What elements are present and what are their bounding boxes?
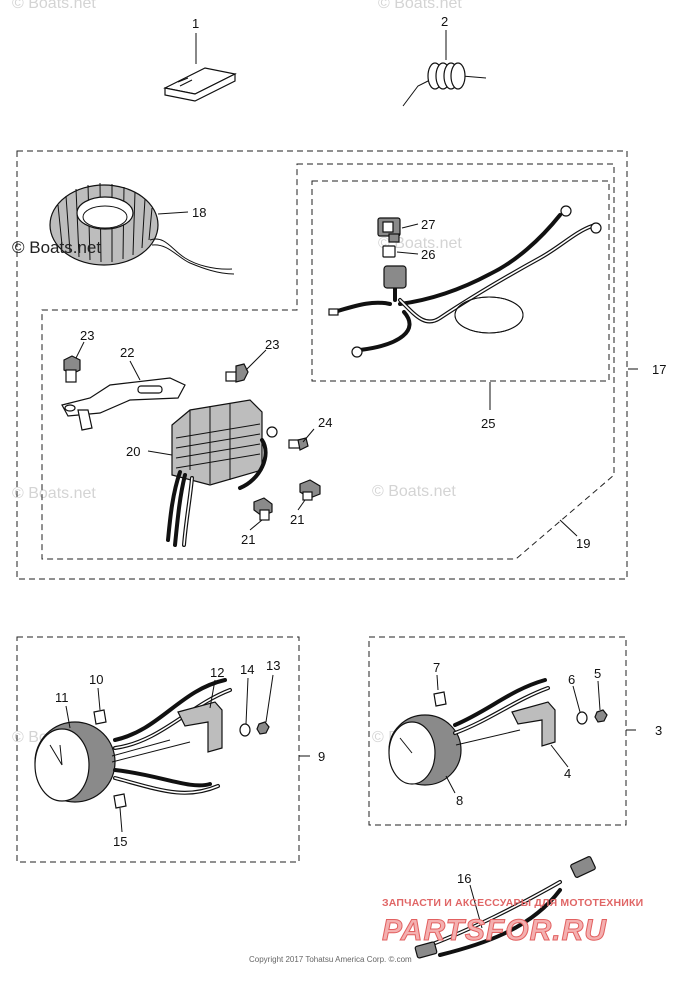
callout-3: 3 [655, 723, 662, 738]
callout-4: 4 [564, 766, 571, 781]
callout-22: 22 [120, 345, 134, 360]
tachometer-kit-9-frame [16, 636, 300, 863]
part-11-tachometer [34, 721, 116, 803]
part-24-screw [288, 437, 309, 451]
part-8-gauge [388, 714, 462, 786]
part-10-bulb [93, 709, 107, 725]
part-22-bracket [61, 377, 186, 431]
callout-1: 1 [192, 16, 199, 31]
callout-labels: 1 2 3 4 5 6 7 8 9 10 11 12 13 14 15 16 1… [55, 14, 666, 886]
callout-9: 9 [318, 749, 325, 764]
part-14-washer [239, 723, 251, 737]
part-13-nut [256, 721, 270, 735]
callout-26: 26 [421, 247, 435, 262]
kit-17-outer-frame [16, 150, 628, 580]
part-1-pad [163, 67, 237, 102]
part-4-meter-bracket [511, 701, 556, 747]
watermark-boats: © Boats.net [378, 0, 462, 12]
tachometer-wiring [111, 678, 232, 795]
callout-10: 10 [89, 672, 103, 687]
callout-27: 27 [421, 217, 435, 232]
part-15-bulb [113, 793, 127, 809]
part-21-screw [299, 479, 321, 501]
callout-23: 23 [80, 328, 94, 343]
part-25-wire-harness [328, 205, 602, 358]
part-23-bolt [63, 355, 81, 383]
callout-21: 21 [290, 512, 304, 527]
gauge-wiring [453, 678, 550, 746]
callout-15: 15 [113, 834, 127, 849]
part-6-washer [576, 711, 588, 725]
callout-2: 2 [441, 14, 448, 29]
partsfor-logo: PARTSFOR.RU [382, 914, 607, 947]
watermark-boats: © Boats.net [12, 485, 96, 502]
callout-18: 18 [192, 205, 206, 220]
callout-8: 8 [456, 793, 463, 808]
callout-19: 19 [576, 536, 590, 551]
part-12-meter-bracket [177, 701, 223, 753]
part-21-screw [253, 497, 273, 521]
callout-17: 17 [652, 362, 666, 377]
part-20-rectifier-regulator [166, 399, 278, 547]
copyright-notice: Copyright 2017 Tohatsu America Corp. ©.c… [249, 955, 412, 964]
part-7-bulb [433, 691, 447, 707]
watermark-boats-dark: © Boats.net [12, 238, 101, 257]
callout-6: 6 [568, 672, 575, 687]
callout-23: 23 [265, 337, 279, 352]
callout-14: 14 [240, 662, 254, 677]
kit-19-frame [41, 163, 615, 560]
callout-24: 24 [318, 415, 332, 430]
harness-25-frame [311, 180, 610, 382]
watermark-boats: © Boats.net [372, 483, 456, 500]
part-2-spring [402, 62, 487, 107]
callout-16: 16 [457, 871, 471, 886]
callout-12: 12 [210, 665, 224, 680]
part-5-nut [594, 709, 608, 723]
watermark-boats: © Boats.net [12, 0, 96, 12]
part-23-bolt [225, 363, 249, 383]
leader-lines [65, 30, 638, 929]
part-18-stator [49, 182, 235, 275]
callout-11: 11 [55, 690, 69, 705]
callout-7: 7 [433, 660, 440, 675]
part-16-cord [414, 856, 596, 959]
part-27-connector-cap [377, 217, 401, 243]
part-26-terminal-housing [382, 245, 396, 258]
callout-13: 13 [266, 658, 280, 673]
callout-5: 5 [594, 666, 601, 681]
callout-21: 21 [241, 532, 255, 547]
callout-20: 20 [126, 444, 140, 459]
callout-25: 25 [481, 416, 495, 431]
meter-kit-3-frame [368, 636, 627, 826]
partsfor-caption: ЗАПЧАСТИ И АКСЕССУАРЫ ДЛЯ МОТОТЕХНИКИ [382, 897, 643, 909]
